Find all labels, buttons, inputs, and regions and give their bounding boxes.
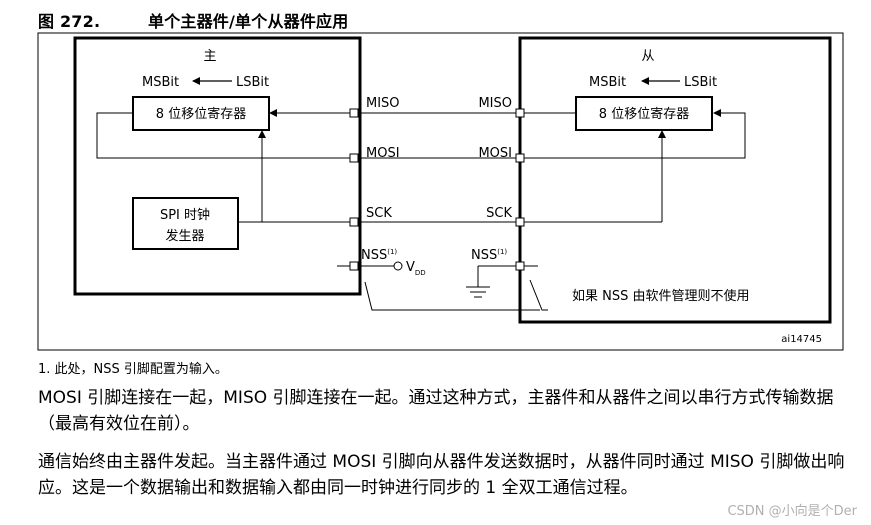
spi-clock-generator [132, 197, 239, 250]
master-shift-register-label: 8 位移位寄存器 [156, 106, 246, 122]
master-mosi-pin [349, 153, 359, 163]
master-nss-label: NSS(1) [361, 248, 397, 263]
ground-icon [466, 286, 490, 298]
paragraph-2: 通信始终由主器件发起。当主器件通过 MOSI 引脚向从器件发送数据时，从器件同时… [38, 452, 845, 498]
slave-nss-pin [515, 261, 525, 271]
slave-msbit-label: MSBit [589, 75, 626, 90]
slave-mosi-pin [515, 153, 525, 163]
master-mosi-label: MOSI [366, 146, 400, 161]
nss-note-text: 如果 NSS 由软件管理则不使用 [572, 288, 750, 304]
vdd-terminal [393, 261, 403, 271]
master-msbit-label: MSBit [142, 75, 179, 90]
master-nss-callout-line [364, 281, 540, 311]
slave-mosi-label: MOSI [478, 146, 512, 161]
clock-gen-line1: SPI 时钟 [160, 207, 210, 223]
footnote: 1. 此处，NSS 引脚配置为输入。 [38, 362, 228, 377]
slave-device-box [518, 36, 832, 324]
master-device-box [73, 36, 362, 296]
master-miso-pin [349, 108, 359, 118]
slave-lsbit-label: LSBit [684, 75, 717, 90]
slave-sck-label: SCK [486, 206, 512, 221]
master-miso-label: MISO [366, 96, 400, 111]
vdd-label: VDD [406, 260, 426, 277]
slave-sck-pin [515, 217, 525, 227]
slave-shift-register [575, 96, 713, 131]
master-sck-label: SCK [366, 206, 392, 221]
slave-label: 从 [641, 49, 654, 64]
slave-shift-register-label: 8 位移位寄存器 [599, 106, 689, 122]
figure-frame [37, 32, 844, 351]
watermark-text: CSDN @小向是个Der [727, 504, 857, 519]
slave-nss-label: NSS(1) [471, 248, 507, 263]
figure-title: 图 272. 单个主器件/单个从器件应用 [38, 8, 348, 32]
spi-diagram: 主 从 MSBit LSBit MSBit LSBit 8 位移位寄存器 8 位… [37, 32, 844, 351]
master-label: 主 [203, 49, 216, 64]
slave-miso-label: MISO [478, 96, 512, 111]
master-sck-pin [349, 217, 359, 227]
paragraph-1: MOSI 引脚连接在一起，MISO 引脚连接在一起。通过这种方式，主器件和从器件… [38, 388, 834, 434]
master-nss-pin [349, 261, 359, 271]
mosi-line [96, 109, 746, 159]
slave-nss-callout-line [529, 279, 548, 311]
figure-title-text: 单个主器件/单个从器件应用 [148, 12, 349, 31]
slave-miso-pin [515, 108, 525, 118]
master-lsbit-label: LSBit [236, 75, 269, 90]
figure-id-label: ai14745 [781, 334, 822, 345]
figure-number: 图 272. [38, 12, 101, 31]
clock-gen-line2: 发生器 [165, 228, 204, 244]
